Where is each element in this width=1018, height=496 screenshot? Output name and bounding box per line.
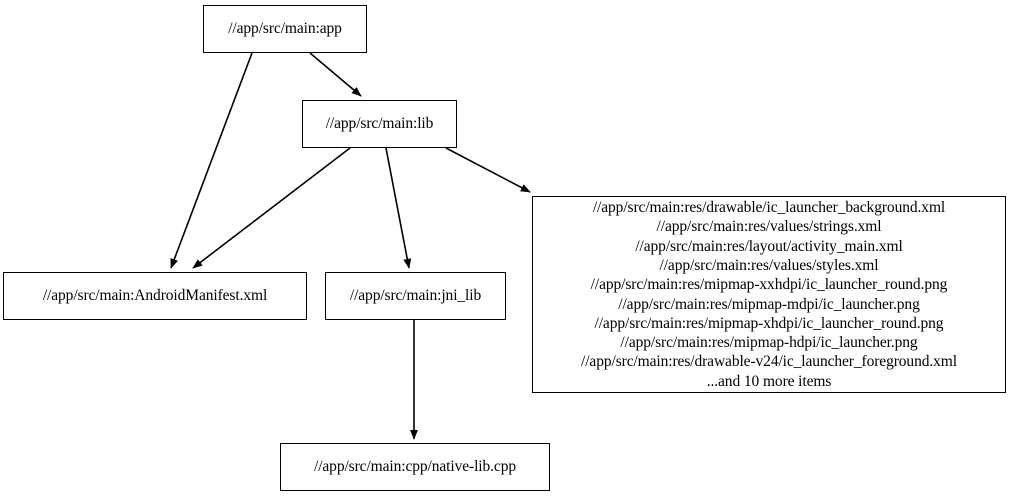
node-android-manifest[interactable]: //app/src/main:AndroidManifest.xml xyxy=(3,272,307,320)
node-lib[interactable]: //app/src/main:lib xyxy=(302,100,457,148)
edge-app-to-lib xyxy=(309,52,362,97)
node-app-label: //app/src/main:app xyxy=(228,20,342,38)
edge-lib-to-res-block xyxy=(445,147,531,193)
node-jni-lib[interactable]: //app/src/main:jni_lib xyxy=(325,272,506,320)
node-android-manifest-label: //app/src/main:AndroidManifest.xml xyxy=(42,287,268,305)
edge-lib-to-jni-lib xyxy=(385,147,412,269)
edge-app-to-manifest xyxy=(170,52,253,269)
node-native-lib-cpp[interactable]: //app/src/main:cpp/native-lib.cpp xyxy=(280,443,550,491)
node-lib-label: //app/src/main:lib xyxy=(325,115,434,133)
node-res-collapsed-group[interactable]: //app/src/main:res/drawable/ic_launcher_… xyxy=(532,196,1006,393)
node-jni-lib-label: //app/src/main:jni_lib xyxy=(349,287,482,305)
node-app[interactable]: //app/src/main:app xyxy=(203,5,367,53)
node-res-collapsed-group-label: //app/src/main:res/drawable/ic_launcher_… xyxy=(581,199,957,390)
node-native-lib-cpp-label: //app/src/main:cpp/native-lib.cpp xyxy=(313,458,516,476)
edge-lib-to-manifest xyxy=(192,147,351,269)
